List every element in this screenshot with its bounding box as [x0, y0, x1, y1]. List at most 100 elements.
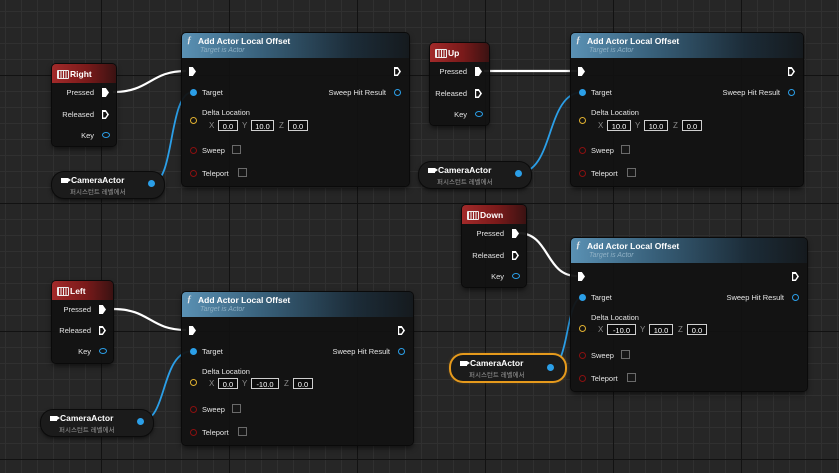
- sweep-checkbox[interactable]: [621, 145, 630, 154]
- camera-actor-out-pin[interactable]: [137, 418, 144, 425]
- pressed-exec-pin[interactable]: [102, 88, 109, 97]
- exec-out-pin[interactable]: [398, 326, 405, 335]
- node-header: ƒ Add Actor Local Offset Target is Actor: [182, 292, 413, 317]
- released-exec-pin[interactable]: [99, 326, 106, 335]
- exec-in-pin[interactable]: [578, 67, 585, 76]
- input-event-left-node[interactable]: Left Pressed Released Key: [52, 281, 113, 363]
- add-actor-local-offset-node-up[interactable]: ƒ Add Actor Local Offset Target is Actor…: [571, 33, 803, 186]
- sweep-pin[interactable]: [190, 406, 197, 413]
- sweep-hit-result-pin[interactable]: [788, 89, 795, 96]
- node-subtitle: Target is Actor: [200, 47, 245, 54]
- delta-location-pin[interactable]: [190, 117, 197, 124]
- add-actor-local-offset-node-left[interactable]: ƒ Add Actor Local Offset Target is Actor…: [182, 292, 413, 445]
- teleport-pin[interactable]: [190, 429, 197, 436]
- input-event-right-node[interactable]: Right Pressed Released Key: [52, 64, 116, 146]
- delta-x-input[interactable]: 0.0: [218, 120, 238, 131]
- delta-z-input[interactable]: 0.0: [687, 324, 707, 335]
- sweep-checkbox[interactable]: [232, 145, 241, 154]
- teleport-checkbox[interactable]: [627, 373, 636, 382]
- teleport-checkbox[interactable]: [238, 168, 247, 177]
- camera-actor-out-pin[interactable]: [148, 180, 155, 187]
- released-exec-pin[interactable]: [512, 251, 519, 260]
- camera-actor-node-down[interactable]: CameraActor 퍼시스턴트 레벨에서: [451, 355, 565, 381]
- camera-actor-node-left[interactable]: CameraActor 퍼시스턴트 레벨에서: [41, 410, 153, 436]
- exec-out-pin[interactable]: [394, 67, 401, 76]
- key-pin[interactable]: [102, 132, 110, 138]
- camera-actor-node-right[interactable]: CameraActor 퍼시스턴트 레벨에서: [52, 172, 164, 198]
- target-label: Target: [202, 88, 223, 97]
- delta-location-label: Delta Location: [591, 313, 639, 322]
- delta-location-pin[interactable]: [579, 117, 586, 124]
- target-pin[interactable]: [579, 294, 586, 301]
- teleport-pin[interactable]: [579, 170, 586, 177]
- target-pin[interactable]: [190, 348, 197, 355]
- teleport-checkbox[interactable]: [238, 427, 247, 436]
- exec-wire-right[interactable]: [112, 69, 187, 94]
- target-pin[interactable]: [579, 89, 586, 96]
- teleport-checkbox[interactable]: [627, 168, 636, 177]
- camera-actor-node-up[interactable]: CameraActor 퍼시스턴트 레벨에서: [419, 162, 531, 188]
- y-axis-label: Y: [640, 325, 646, 334]
- sweep-pin[interactable]: [190, 147, 197, 154]
- variable-subtitle: 퍼시스턴트 레벨에서: [59, 427, 115, 434]
- variable-name: CameraActor: [71, 175, 125, 185]
- delta-y-input[interactable]: -10.0: [251, 378, 279, 389]
- key-pin[interactable]: [99, 348, 107, 354]
- delta-z-input[interactable]: 0.0: [288, 120, 308, 131]
- exec-in-pin[interactable]: [189, 326, 196, 335]
- delta-x-input[interactable]: -10.0: [607, 324, 636, 335]
- teleport-pin[interactable]: [579, 375, 586, 382]
- y-axis-label: Y: [635, 121, 641, 130]
- sweep-hit-result-pin[interactable]: [792, 294, 799, 301]
- camera-actor-out-pin[interactable]: [547, 364, 554, 371]
- exec-out-pin[interactable]: [788, 67, 795, 76]
- node-header: Left: [52, 281, 113, 300]
- node-title: Add Actor Local Offset: [198, 295, 291, 305]
- delta-location-pin[interactable]: [579, 325, 586, 332]
- input-event-up-node[interactable]: Up Pressed Released Key: [430, 43, 489, 125]
- delta-location-pin[interactable]: [190, 379, 197, 386]
- pressed-exec-pin[interactable]: [475, 67, 482, 76]
- key-pin[interactable]: [475, 111, 483, 117]
- node-header: Right: [52, 64, 116, 83]
- input-event-down-node[interactable]: Down Pressed Released Key: [462, 205, 526, 287]
- node-subtitle: Target is Actor: [589, 252, 634, 259]
- delta-z-input[interactable]: 0.0: [682, 120, 702, 131]
- add-actor-local-offset-node-right[interactable]: ƒ Add Actor Local Offset Target is Actor…: [182, 33, 409, 186]
- delta-z-input[interactable]: 0.0: [293, 378, 313, 389]
- function-icon: ƒ: [576, 240, 581, 250]
- teleport-label: Teleport: [202, 428, 229, 437]
- add-actor-local-offset-node-down[interactable]: ƒ Add Actor Local Offset Target is Actor…: [571, 238, 807, 391]
- sweep-pin[interactable]: [579, 147, 586, 154]
- exec-in-pin[interactable]: [578, 272, 585, 281]
- camera-icon: [460, 361, 470, 366]
- exec-in-pin[interactable]: [189, 67, 196, 76]
- target-label: Target: [591, 293, 612, 302]
- sweep-hit-result-pin[interactable]: [398, 348, 405, 355]
- delta-y-input[interactable]: 10.0: [649, 324, 673, 335]
- released-exec-pin[interactable]: [475, 89, 482, 98]
- sweep-pin[interactable]: [579, 352, 586, 359]
- target-pin[interactable]: [190, 89, 197, 96]
- delta-y-input[interactable]: 10.0: [251, 120, 274, 131]
- sweep-hit-result-pin[interactable]: [394, 89, 401, 96]
- camera-actor-out-pin[interactable]: [515, 170, 522, 177]
- pressed-exec-pin[interactable]: [512, 229, 519, 238]
- exec-wire-down[interactable]: [517, 231, 578, 278]
- sweep-checkbox[interactable]: [621, 350, 630, 359]
- delta-x-input[interactable]: 0.0: [218, 378, 238, 389]
- delta-y-input[interactable]: 10.0: [644, 120, 668, 131]
- node-header: ƒ Add Actor Local Offset Target is Actor: [182, 33, 409, 58]
- z-axis-label: Z: [673, 121, 678, 130]
- exec-wire-left[interactable]: [112, 307, 187, 332]
- pressed-exec-pin[interactable]: [99, 305, 106, 314]
- delta-x-input[interactable]: 10.0: [607, 120, 631, 131]
- teleport-pin[interactable]: [190, 170, 197, 177]
- released-exec-pin[interactable]: [102, 110, 109, 119]
- camera-icon: [50, 416, 60, 421]
- sweep-checkbox[interactable]: [232, 404, 241, 413]
- sweep-hit-result-label: Sweep Hit Result: [332, 347, 390, 356]
- exec-out-pin[interactable]: [792, 272, 799, 281]
- key-label: Key: [454, 110, 467, 119]
- key-pin[interactable]: [512, 273, 520, 279]
